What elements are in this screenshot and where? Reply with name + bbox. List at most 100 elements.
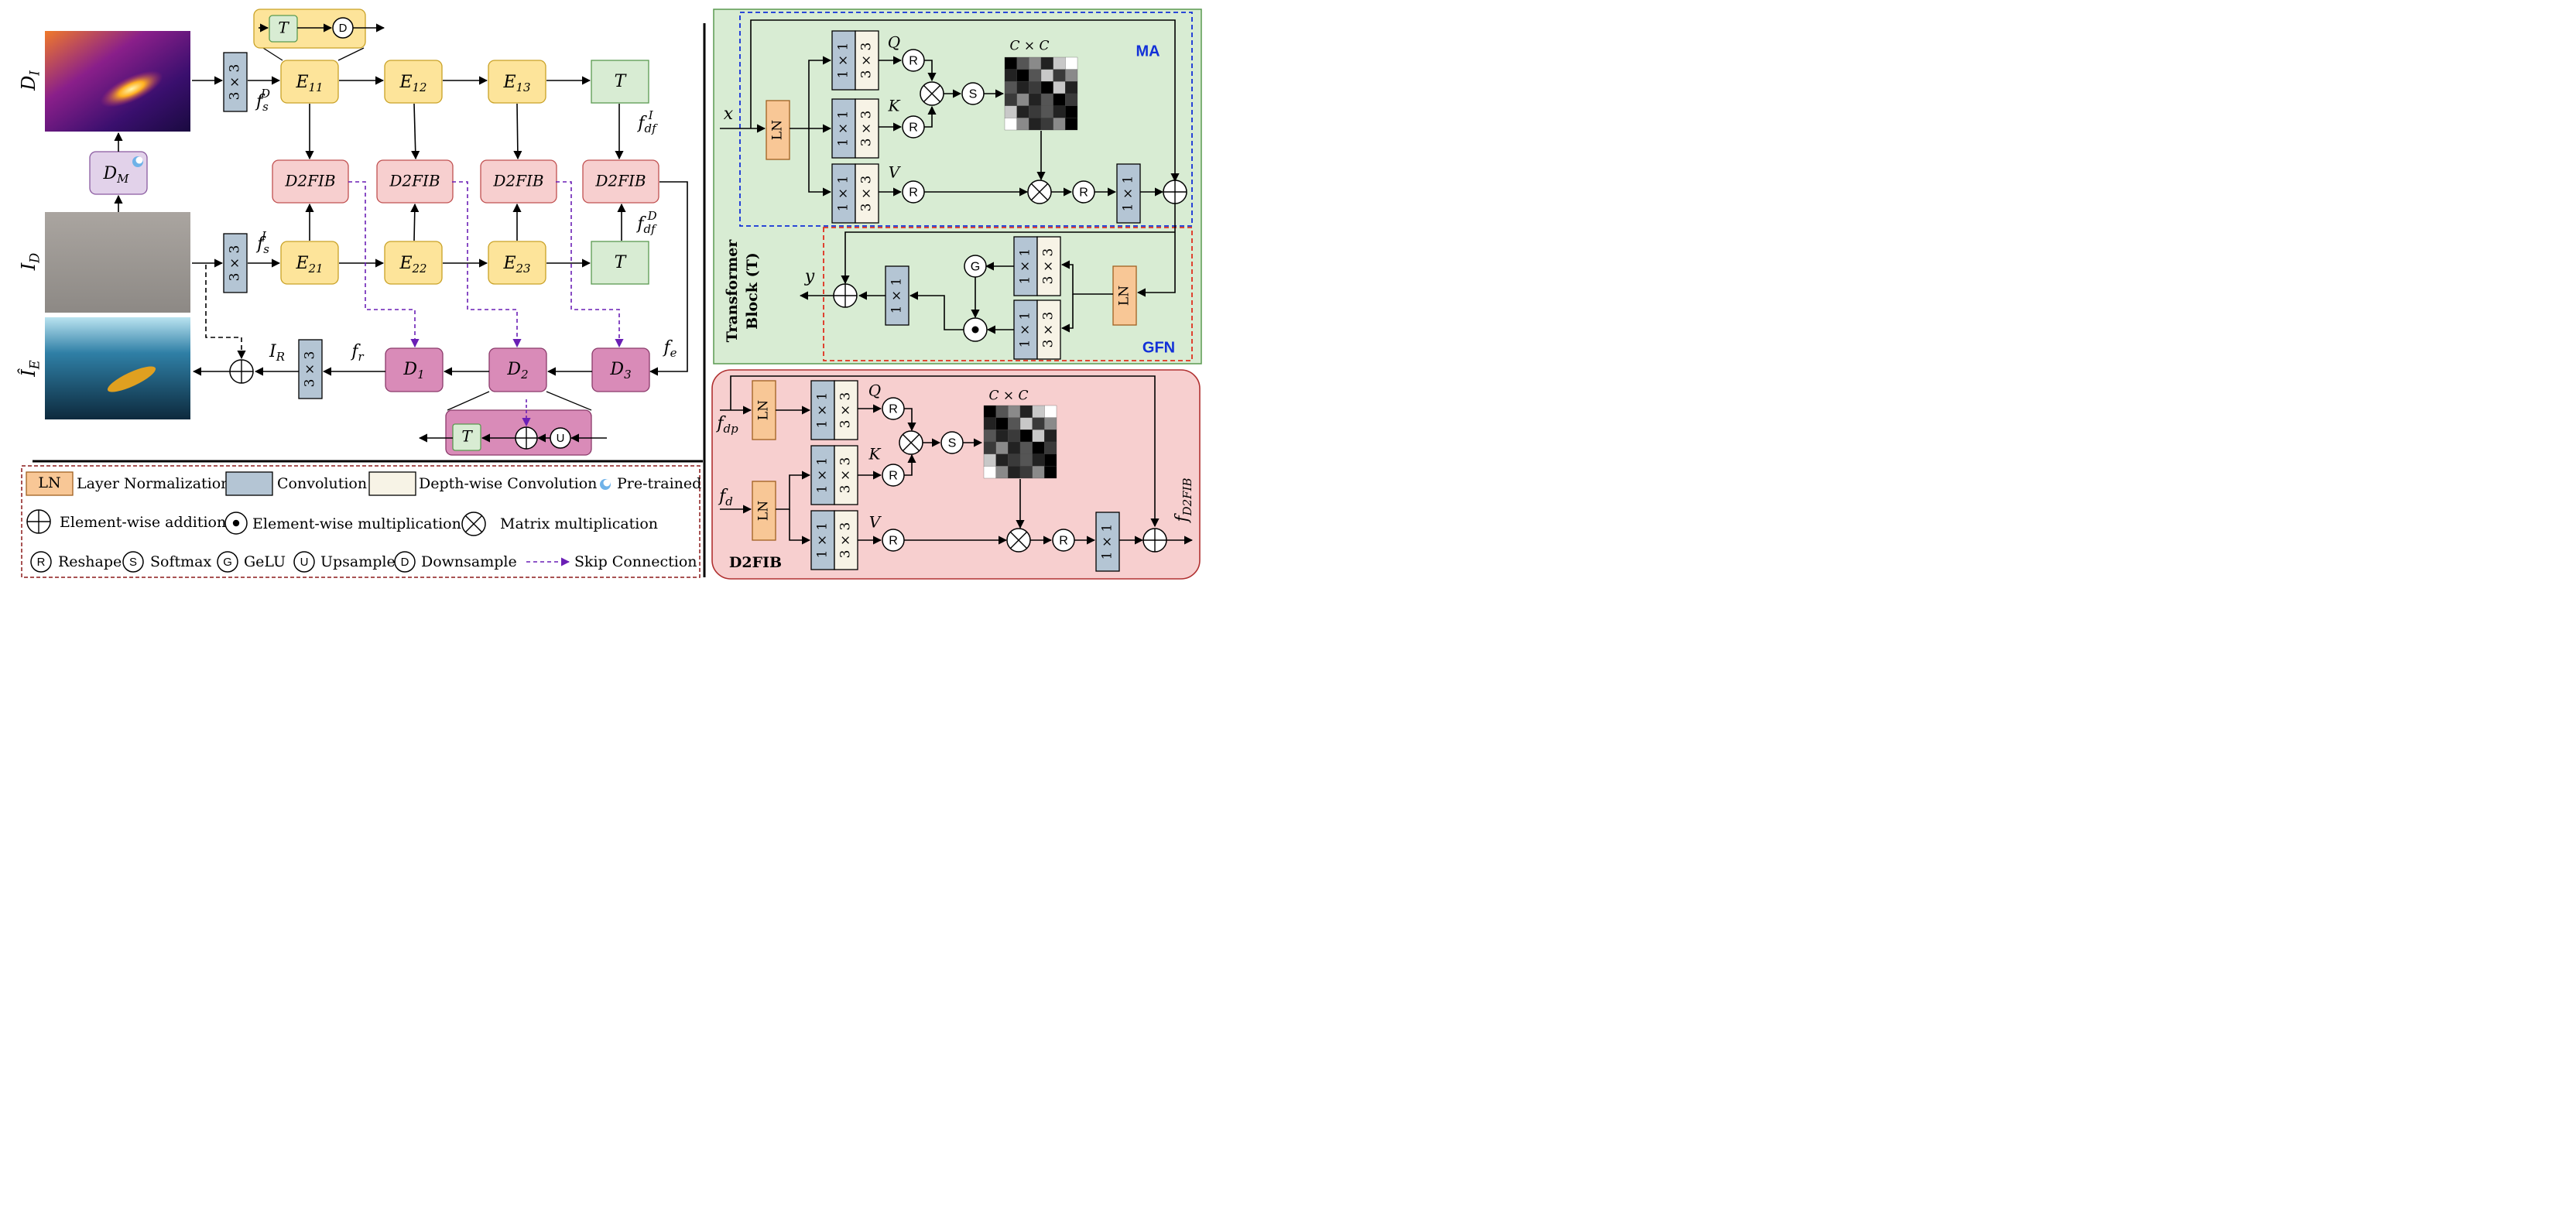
feature-fr: fr	[350, 342, 364, 364]
zoom-bottom-t-label: T	[461, 427, 473, 446]
d2fib-q-label: Q	[868, 382, 881, 400]
ma-v-conv3-label: 3 × 3	[859, 176, 875, 212]
legend-multiplication-icon-dot	[232, 519, 240, 527]
gfn-ln-label: LN	[1117, 286, 1132, 306]
d2fib-attention-matrix-cell	[983, 405, 996, 418]
d2fib-q-conv1-label: 1 × 1	[815, 392, 831, 429]
d2fib-ln-bottom-label: LN	[756, 501, 772, 521]
ma-attention-matrix-cell	[1040, 81, 1053, 94]
legend-downsample-text: Downsample	[421, 553, 517, 570]
ma-attention-matrix-cell	[1016, 81, 1029, 94]
zoom-top-left-line	[262, 47, 283, 61]
decoder-3	[591, 347, 650, 392]
d2fib-attention-matrix-cell	[1044, 405, 1057, 418]
d2fib-panel-bg	[711, 369, 1201, 580]
ma-attention-matrix-cell	[1065, 93, 1078, 106]
d2fib-v-label: V	[869, 513, 882, 532]
d2fib-attention-matrix-cell	[1019, 429, 1033, 443]
arrow-gfn-ln-up	[1060, 260, 1113, 295]
d2fib-box-4-label: D2FIB	[594, 172, 646, 190]
zoom-top-right-line	[337, 47, 365, 61]
arrow-ln-to-q	[808, 56, 832, 128]
ma-ln	[766, 100, 790, 160]
d2fib-attention-matrix-cell	[1008, 441, 1021, 454]
encoder-12	[384, 60, 443, 104]
ma-k-conv3	[855, 98, 879, 159]
d2fib-v-conv1-label: 1 × 1	[815, 522, 831, 559]
input-x-label: x	[724, 104, 734, 124]
legend-reshape-text: Reshape	[58, 553, 122, 570]
depth-model-label: DM	[103, 164, 130, 186]
d2fib-attention-matrix-cell	[1032, 417, 1045, 430]
ma-attention-matrix-cell	[1053, 81, 1066, 94]
ma-v-conv1-label: 1 × 1	[836, 176, 851, 212]
arrow-qr-to-mm	[924, 60, 937, 82]
gfn-top-conv3	[1036, 236, 1061, 296]
encoder-23	[488, 241, 546, 285]
encoder-11	[280, 60, 339, 104]
enhanced-image	[45, 317, 190, 419]
ma-q-conv1	[831, 30, 856, 91]
ma-k-conv1-label: 1 × 1	[836, 111, 851, 147]
legend-dw-text: Depth-wise Convolution	[419, 475, 597, 492]
ma-attention-matrix-cell	[1040, 69, 1053, 82]
ma-attention-matrix-cell	[1053, 56, 1066, 70]
enhanced-output-label: ÎE	[17, 360, 43, 377]
d2fib-attention-matrix-cell	[1032, 429, 1045, 443]
ma-attention-matrix-cell	[1016, 93, 1029, 106]
d2fib-attention-matrix-cell	[1019, 441, 1033, 454]
d2fib-k-conv3	[834, 445, 858, 505]
ma-attention-matrix-cell	[1029, 81, 1042, 94]
ma-attention-label: C × C	[1009, 39, 1049, 54]
legend-downsample-icon	[394, 551, 416, 573]
zoom-top-t	[269, 15, 298, 43]
legend-add-text: Element-wise addition	[60, 514, 226, 531]
d2fib-k-label: K	[868, 445, 882, 464]
d2fib-box-4	[582, 159, 659, 204]
feature-fdfI: fdfI	[636, 108, 658, 135]
downsample-icon-label: D	[339, 22, 348, 35]
legend-upsample-icon-label: U	[300, 556, 309, 569]
ma-out-reshape-label: R	[1079, 185, 1088, 199]
legend-gelu-icon	[217, 551, 238, 573]
gfn-region	[823, 227, 1193, 361]
upsample-icon-label: U	[557, 432, 565, 445]
ma-matmul-1-b	[923, 84, 941, 103]
d2fib-attention-matrix-cell	[1044, 429, 1057, 443]
zoom-top-t-label: T	[278, 19, 289, 37]
d2fib-attention-matrix-cell	[995, 453, 1009, 467]
feature-fsD: fsD	[255, 87, 270, 114]
d2fib-attention-matrix-cell	[983, 466, 996, 479]
ma-attention-matrix-cell	[1016, 69, 1029, 82]
ma-attention-matrix-cell	[1065, 118, 1078, 131]
ma-softmax-label: S	[969, 87, 978, 101]
ma-residual-path	[750, 19, 1180, 183]
d2fib-out-conv1-label: 1 × 1	[1100, 524, 1115, 560]
feature-IR: IR	[269, 342, 285, 364]
zoom-bottom-t	[452, 423, 481, 451]
gfn-bottom-conv3-label: 3 × 3	[1041, 312, 1057, 348]
ma-attention-matrix-cell	[1004, 69, 1017, 82]
d2fib-q-conv3-label: 3 × 3	[838, 392, 854, 429]
encoder-13	[488, 60, 546, 104]
arrow-enc2-to-d2fib-2	[410, 203, 420, 241]
ma-q-conv1-label: 1 × 1	[836, 43, 851, 79]
zoom-bottom-left-line	[447, 391, 490, 411]
d2fib-v-conv3	[834, 510, 858, 570]
d2fib-attention-matrix-cell	[1032, 441, 1045, 454]
d2fib-attention-matrix-cell	[1032, 466, 1045, 479]
ma-k-reshape-label: R	[909, 120, 918, 134]
encoder-13-label: E13	[502, 73, 530, 94]
ma-out-conv1-label: 1 × 1	[1121, 176, 1136, 212]
depth-image	[45, 31, 190, 132]
transformer-top	[591, 60, 649, 104]
transformer-bottom	[591, 241, 649, 285]
d2fib-v-conv3-label: 3 × 3	[838, 522, 854, 559]
ma-attention-matrix-cell	[1040, 56, 1053, 70]
encoder-21	[280, 241, 339, 285]
ma-k-conv1	[831, 98, 856, 159]
ma-attention-matrix-cell	[1004, 93, 1017, 106]
